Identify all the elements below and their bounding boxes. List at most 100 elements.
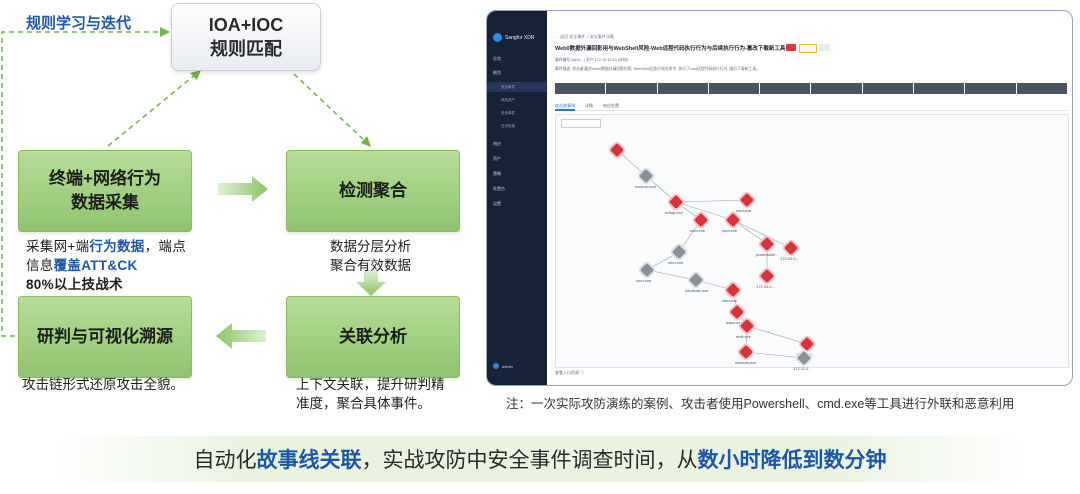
sidebar-item-policy[interactable]: 策略 — [493, 171, 501, 176]
graph-edge — [746, 325, 808, 345]
graph-node-label: w3wp.exe — [665, 210, 683, 215]
graph-node-label: emil.exe — [736, 334, 751, 339]
d1-p1: 采集网+端 — [26, 239, 90, 254]
arrow-down-1 — [356, 270, 386, 296]
collect-description: 采集网+端行为数据，端点信息覆盖ATT&CK 80%以上技战术 — [26, 237, 192, 294]
dashed-diagonal-left — [107, 73, 197, 147]
loop-label: 规则学习与迭代 — [26, 15, 132, 32]
xdr-content: ← 返回 安全事件 > 安全事件详情 Web0数据外漏回影用与WebShell风… — [547, 11, 1072, 385]
banner-p2: ，实战攻防中安全事件调查时间，从 — [361, 449, 698, 472]
loop-arrow-head — [160, 27, 170, 37]
graph-node-label: svchost.exe — [635, 184, 657, 189]
d1-hl2: 覆盖ATT&CK — [53, 258, 138, 273]
graph-edge — [616, 149, 647, 177]
tab-storyline[interactable]: 攻击故事线 — [555, 103, 575, 108]
sidebar-user[interactable]: admin — [493, 363, 513, 369]
correlation-description: 上下文关联，提升研判精 准度，聚合具体事件。 — [296, 375, 456, 413]
graph-edge — [678, 219, 702, 253]
detect-box-line1: 检测聚合 — [339, 181, 407, 200]
collect-box-line2: 数据采集 — [71, 193, 139, 212]
ioa-box-line2: 规则匹配 — [210, 39, 282, 59]
d4-line2: 准度，聚合具体事件。 — [296, 396, 431, 411]
loop-dashed-line — [1, 31, 160, 337]
banner-em1: 故事线关联 — [256, 449, 362, 472]
severity-tag — [786, 44, 796, 51]
tab-response[interactable]: 响应处置 — [603, 103, 619, 108]
graph-edge — [646, 269, 697, 281]
sidebar-sub-events-2[interactable]: 安全事件 — [501, 111, 515, 115]
detail-tabs: 攻击故事线 详情 响应处置 — [555, 103, 619, 109]
sidebar-item-settings[interactable]: 设置 — [493, 201, 501, 206]
graph-node-label: cmd.exe — [736, 208, 752, 213]
sidebar-item-disposal[interactable]: 处置台 — [493, 186, 505, 191]
event-title: Web0数据外漏回影用与WebShell风险-Web远程代码执行行为与后续执行行… — [555, 46, 786, 52]
sidebar-item-overview[interactable]: 总览 — [493, 56, 501, 61]
tab-divider — [555, 110, 1067, 111]
dashed-diagonal-right-head — [361, 136, 371, 147]
dashed-diagonal-left-head — [190, 70, 201, 80]
trace-description: 攻击链形式还原攻击全貌。 — [22, 377, 184, 392]
d1-p3: 80%以上技战术 — [26, 277, 123, 292]
graph-node-label: 172.20.0... — [780, 256, 799, 261]
d2-line1: 数据分层分析 — [330, 239, 411, 254]
graph-node-label: cmd.exe — [722, 298, 738, 303]
status-tag — [799, 44, 817, 53]
screenshot-footer[interactable]: 查看入口资源 ⓘ — [555, 370, 585, 375]
extra-tag — [819, 44, 830, 51]
detect-description: 数据分层分析 聚合有效数据 — [330, 237, 450, 275]
sidebar-sub-log-search[interactable]: 日志检索 — [501, 124, 515, 128]
graph-node-label: powershell... — [756, 252, 779, 257]
d1-hl1: 行为数据 — [89, 239, 145, 254]
sidebar-sub-events[interactable]: 安全事件 — [501, 85, 515, 89]
graph-toolbar[interactable] — [561, 119, 601, 128]
graph-node-label: mimikatz.exe — [685, 288, 709, 293]
graph-edge — [732, 219, 792, 249]
graph-edge — [646, 251, 680, 271]
graph-node-label: 172.20.0... — [756, 284, 775, 289]
sidebar-sub-risk-assets[interactable]: 风险资产 — [501, 98, 515, 102]
attack-stage-bar — [555, 83, 1067, 94]
logo-icon — [493, 33, 502, 42]
sidebar-item-assets[interactable]: 资产 — [493, 156, 501, 161]
breadcrumb[interactable]: ← 返回 安全事件 > 安全事件详情 — [555, 34, 614, 39]
analysis-box-line1: 研判与可视化溯源 — [37, 327, 173, 346]
storyline-graph[interactable]: svchost.exe w3wp.exe cmd.exe cmd.exe cmd.exe… — [555, 114, 1069, 371]
graph-node-label: lsass.exe — [726, 320, 743, 325]
tab-detail[interactable]: 详情 — [585, 103, 593, 108]
banner-p1: 自动化 — [193, 449, 257, 472]
event-description: 事件描述: 攻击者通过Web0数据外漏回影利用, WebShell后执行攻击命令… — [555, 67, 760, 71]
arrow-right-1 — [218, 176, 268, 202]
sidebar-item-summary[interactable]: 概览 — [493, 70, 501, 75]
collect-box: 终端+网络行为 数据采集 — [18, 150, 192, 232]
graph-edge — [745, 351, 805, 359]
graph-node-label: cmd.exe — [722, 228, 738, 233]
banner-em2: 数小时降低到数分钟 — [697, 449, 887, 472]
graph-edge — [675, 201, 734, 221]
graph-edge — [732, 219, 768, 245]
correlation-box: 关联分析 — [286, 296, 460, 378]
sidebar-active-highlight — [487, 82, 547, 92]
avatar — [493, 363, 499, 369]
xdr-screenshot: Sangfor XDR 总览 概览 安全事件 风险资产 安全事件 日志检索 响应… — [486, 10, 1073, 386]
d2-line2: 聚合有效数据 — [330, 258, 411, 273]
screenshot-note: 注：一次实际攻防演练的案例、攻击者使用Powershell、cmd.exe等工具… — [506, 397, 1015, 411]
d1-p2: ，端点信息 — [26, 239, 186, 273]
sidebar-item-response[interactable]: 响应 — [493, 141, 501, 146]
arrow-left-1 — [216, 323, 266, 349]
xdr-sidebar: Sangfor XDR 总览 概览 安全事件 风险资产 安全事件 日志检索 响应… — [487, 11, 547, 385]
xdr-logo: Sangfor XDR — [493, 33, 534, 42]
logo-text: Sangfor XDR — [505, 34, 535, 41]
flow-connectors — [1, 27, 386, 349]
d4-line1: 上下文关联，提升研判精 — [296, 377, 445, 392]
graph-node-label: cmd.exe — [636, 278, 652, 283]
ioa-box-line1: IOA+IOC — [208, 15, 284, 35]
dashed-diagonal-right — [293, 73, 367, 143]
graph-node-label: 172.11.0... — [793, 366, 812, 371]
detect-aggregate-box: 检测聚合 — [286, 150, 460, 232]
correlation-box-line1: 关联分析 — [339, 327, 407, 346]
graph-node-label: cmd.exe — [668, 260, 684, 265]
graph-node-label: cmd.exe — [690, 228, 706, 233]
graph-edge — [675, 199, 748, 203]
collect-box-line1: 终端+网络行为 — [49, 169, 161, 188]
event-meta: 事件编号 2a0b... | 资产 172.10.10.10 (未知) — [555, 58, 628, 62]
